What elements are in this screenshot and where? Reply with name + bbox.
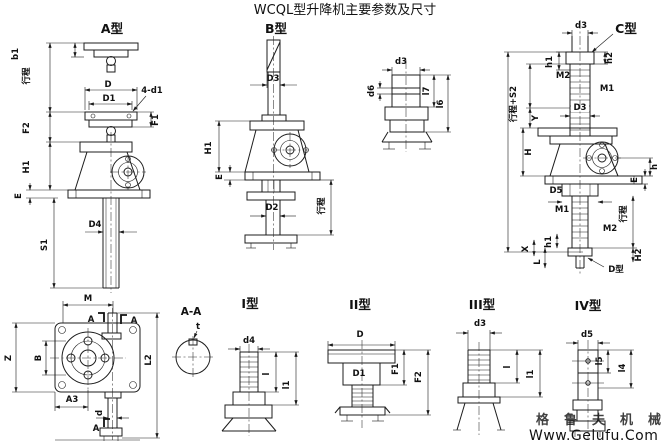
dim-h1-top: h1	[545, 56, 555, 68]
type-c-linework	[504, 20, 653, 274]
view-screw-top-detail: d3 d6 l7 l6	[367, 57, 451, 152]
dim-h-c: h	[650, 164, 660, 170]
type-b-linework	[215, 36, 334, 250]
section-aa-label: A-A	[181, 306, 202, 318]
view-type-iii: III型 d3 l l1	[453, 297, 543, 435]
dim-d6: d6	[367, 85, 377, 97]
dim-A3: A3	[66, 395, 79, 405]
dim-D4: D4	[89, 220, 102, 230]
dim-F2-a: F2	[22, 122, 32, 134]
dim-l1-i: l1	[282, 381, 292, 390]
watermark-url: Www.Gelufu.Com	[529, 428, 658, 444]
dim-B: B	[34, 355, 44, 361]
dim-Z: Z	[4, 355, 14, 361]
dim-t: t	[196, 322, 200, 332]
dim-H2: H2	[634, 248, 644, 261]
plan-linework	[12, 301, 160, 441]
watermark: 格鲁夫机械 Www.Gelufu.Com	[529, 412, 665, 444]
dim-stroke-plus-s2: 行程+S2	[508, 86, 519, 123]
type-ii-linework	[327, 340, 431, 428]
dim-l5: l5	[595, 357, 605, 366]
dim-L: L	[533, 259, 543, 265]
dim-D3-b: D3	[267, 74, 280, 84]
dim-stroke-bottom-c: 行程	[618, 205, 629, 224]
dim-D: D	[104, 80, 111, 90]
dim-M: M	[84, 294, 92, 304]
dim-M1-bottom: M1	[555, 205, 569, 215]
dim-L2: L2	[144, 354, 154, 365]
dim-d3-detail: d3	[395, 57, 407, 67]
dim-Y: Y	[531, 114, 541, 122]
dim-F1-a: F1	[151, 114, 161, 126]
dim-E-b: E	[215, 174, 225, 180]
dim-D5: D5	[550, 186, 563, 196]
dim-stroke-b: 行程	[316, 197, 327, 216]
watermark-brand: 格鲁夫机械	[536, 412, 665, 428]
dim-d5: d5	[581, 330, 593, 340]
screw-top-detail-linework	[377, 60, 451, 152]
dim-M2-top: M2	[556, 71, 570, 81]
section-letter-3: A	[93, 424, 100, 434]
dim-F1-ii: F1	[391, 363, 401, 375]
dim-H1-b: H1	[204, 141, 214, 154]
view-section-aa: A-A t	[172, 306, 214, 378]
dim-X: X	[521, 245, 531, 252]
view-type-c: C型	[504, 20, 660, 275]
dim-stroke-a: 行程	[21, 67, 32, 86]
type-iii-label: III型	[469, 297, 496, 312]
dim-D3-c: D3	[574, 103, 587, 113]
dim-b1: b1	[11, 48, 21, 60]
dim-F2-ii: F2	[414, 371, 424, 383]
dim-d4: d4	[243, 336, 255, 346]
dim-H: H	[524, 148, 534, 155]
type-i-label: I型	[241, 296, 259, 311]
dim-d3-c: d3	[575, 21, 587, 31]
section-aa-linework	[172, 330, 214, 378]
dim-D-ii: D	[356, 330, 363, 340]
dim-D2: D2	[266, 203, 279, 213]
dim-d3-iii: d3	[474, 319, 486, 329]
dim-E-c: E	[630, 177, 640, 183]
dim-l7: l7	[422, 87, 432, 96]
view-type-ii: II型 D D1 F1 F2	[327, 297, 431, 428]
section-letter-2: A	[131, 316, 138, 326]
dim-D1: D1	[103, 94, 116, 104]
view-type-a: A型	[11, 21, 163, 293]
dim-D1-ii: D1	[353, 369, 366, 379]
type-a-linework	[26, 42, 154, 293]
type-b-label: B型	[265, 21, 288, 36]
section-letter-1: A	[88, 315, 95, 325]
dim-l4: l4	[618, 364, 628, 373]
type-iv-linework	[566, 340, 634, 440]
dim-l-i: l	[262, 372, 272, 375]
dim-l-iii: l	[503, 365, 513, 368]
dim-l1-iii: l1	[526, 370, 536, 379]
dim-h1-bottom: h1	[544, 236, 554, 248]
dim-h2: h2	[605, 52, 615, 64]
dim-l6: l6	[436, 100, 446, 109]
dim-H1-a: H1	[22, 160, 32, 173]
view-type-iv: IV型 d5 l5 l4	[566, 298, 634, 440]
type-i-linework	[221, 344, 299, 436]
type-d-callout: D型	[608, 264, 624, 275]
dim-E-a: E	[14, 193, 24, 199]
view-plan: M A A A Z B L2 A3 d	[4, 294, 160, 441]
type-iv-label: IV型	[575, 298, 602, 313]
dim-M2-bottom: M2	[603, 224, 617, 234]
type-ii-label: II型	[349, 297, 371, 312]
type-iii-linework	[453, 330, 543, 435]
dim-M1-top: M1	[600, 84, 614, 94]
view-type-b: B型	[204, 21, 334, 250]
type-a-label: A型	[101, 21, 124, 36]
page-title: WCQL型升降机主要参数及尺寸	[254, 2, 436, 18]
type-c-label: C型	[615, 21, 637, 36]
view-type-i: I型 d4 l l1	[221, 296, 299, 436]
dim-4-d1: 4-d1	[141, 86, 163, 96]
dim-d-shaft: d	[95, 410, 105, 416]
dim-S1: S1	[40, 239, 50, 251]
